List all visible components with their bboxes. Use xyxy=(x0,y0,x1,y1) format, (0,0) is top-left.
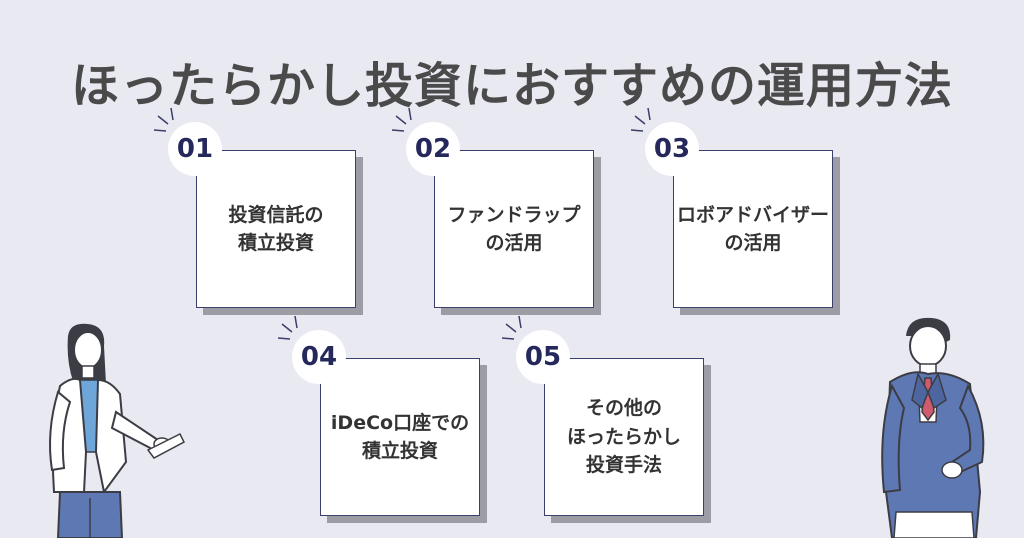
method-card-03: ロボアドバイザー の活用 03 xyxy=(630,107,840,315)
method-card-04: iDeCo口座での 積立投資 04 xyxy=(277,315,487,523)
woman-presenter-illustration xyxy=(49,323,185,538)
emphasis-burst-icon xyxy=(501,315,522,340)
number-text: 05 xyxy=(524,342,562,372)
method-card-01: 投資信託の 積立投資 01 xyxy=(153,107,363,315)
number-text: 01 xyxy=(176,134,214,164)
businessman-illustration xyxy=(881,317,985,538)
number-badge: 03 xyxy=(645,122,699,176)
card-label: 投資信託の 積立投資 xyxy=(228,203,324,255)
emphasis-burst-icon xyxy=(391,107,412,132)
number-badge: 01 xyxy=(168,122,222,176)
number-text: 04 xyxy=(300,342,338,372)
card-label: ファンドラップ の活用 xyxy=(447,203,581,255)
page-title: ほったらかし投資におすすめの運用方法 xyxy=(70,58,953,114)
card-label: ロボアドバイザー の活用 xyxy=(676,203,829,255)
card-face: その他の ほったらかし 投資手法 xyxy=(544,358,704,516)
number-text: 03 xyxy=(653,134,691,164)
method-card-02: ファンドラップ の活用 02 xyxy=(391,107,601,315)
number-badge: 02 xyxy=(406,122,460,176)
card-face: ロボアドバイザー の活用 xyxy=(673,150,833,308)
card-label: iDeCo口座での 積立投資 xyxy=(330,411,470,463)
method-card-05: その他の ほったらかし 投資手法 05 xyxy=(501,315,711,523)
number-badge: 04 xyxy=(292,330,346,384)
number-badge: 05 xyxy=(516,330,570,384)
number-text: 02 xyxy=(414,134,452,164)
emphasis-burst-icon xyxy=(153,107,174,132)
card-label: その他の ほったらかし 投資手法 xyxy=(566,397,681,477)
card-face: ファンドラップ の活用 xyxy=(434,150,594,308)
emphasis-burst-icon xyxy=(277,315,298,340)
card-face: iDeCo口座での 積立投資 xyxy=(320,358,480,516)
card-face: 投資信託の 積立投資 xyxy=(196,150,356,308)
emphasis-burst-icon xyxy=(630,107,651,132)
